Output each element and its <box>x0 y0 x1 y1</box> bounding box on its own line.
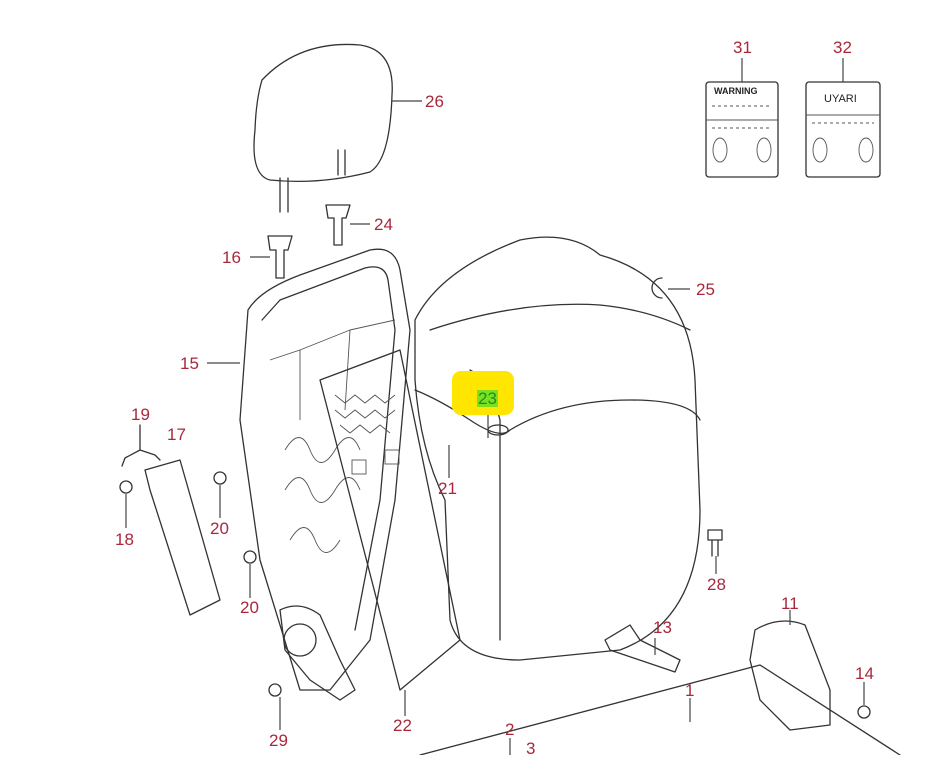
part-label-15[interactable]: 15 <box>180 354 199 373</box>
part-label-19[interactable]: 19 <box>131 405 150 424</box>
part-label-20b[interactable]: 20 <box>240 598 259 617</box>
part-label-24[interactable]: 24 <box>374 215 393 234</box>
recliner-cover-11 <box>749 620 831 731</box>
part-label-18[interactable]: 18 <box>115 530 134 549</box>
warning-sticker-31 <box>705 58 779 178</box>
part-label-20a[interactable]: 20 <box>210 519 229 538</box>
part-label-1[interactable]: 1 <box>685 681 695 700</box>
part-label-13[interactable]: 13 <box>653 618 672 637</box>
wire-19 <box>121 424 161 467</box>
part-label-3[interactable]: 3 <box>526 739 536 758</box>
part-label-11[interactable]: 11 <box>781 594 799 613</box>
seat-cushion-outline <box>419 664 901 755</box>
part-label-31[interactable]: 31 <box>733 38 752 57</box>
part-label-28[interactable]: 28 <box>707 575 726 594</box>
warning-sticker-32 <box>805 58 881 178</box>
part-13 <box>604 624 681 673</box>
part-label-2[interactable]: 2 <box>505 720 515 739</box>
part-label-32[interactable]: 32 <box>833 38 852 57</box>
clip-25 <box>651 277 663 299</box>
headrest-guides <box>267 204 351 279</box>
headrest <box>253 43 393 213</box>
bolt-28 <box>707 529 723 557</box>
part-label-21[interactable]: 21 <box>438 479 457 498</box>
sticker-uyari-text: UYARI <box>824 93 857 105</box>
seat-back-cushion <box>414 236 701 661</box>
part-label-14[interactable]: 14 <box>855 664 874 683</box>
part-label-23[interactable]: 23 <box>477 389 498 408</box>
part-label-17[interactable]: 17 <box>167 425 186 444</box>
part-label-29[interactable]: 29 <box>269 731 288 750</box>
part-label-26[interactable]: 26 <box>425 92 444 111</box>
part-label-16[interactable]: 16 <box>222 248 241 267</box>
part-label-25[interactable]: 25 <box>696 280 715 299</box>
sticker-warning-text: WARNING <box>714 86 758 96</box>
part-label-22[interactable]: 22 <box>393 716 412 735</box>
seat-back-frame <box>239 248 411 701</box>
side-airbag-17 <box>144 459 221 616</box>
